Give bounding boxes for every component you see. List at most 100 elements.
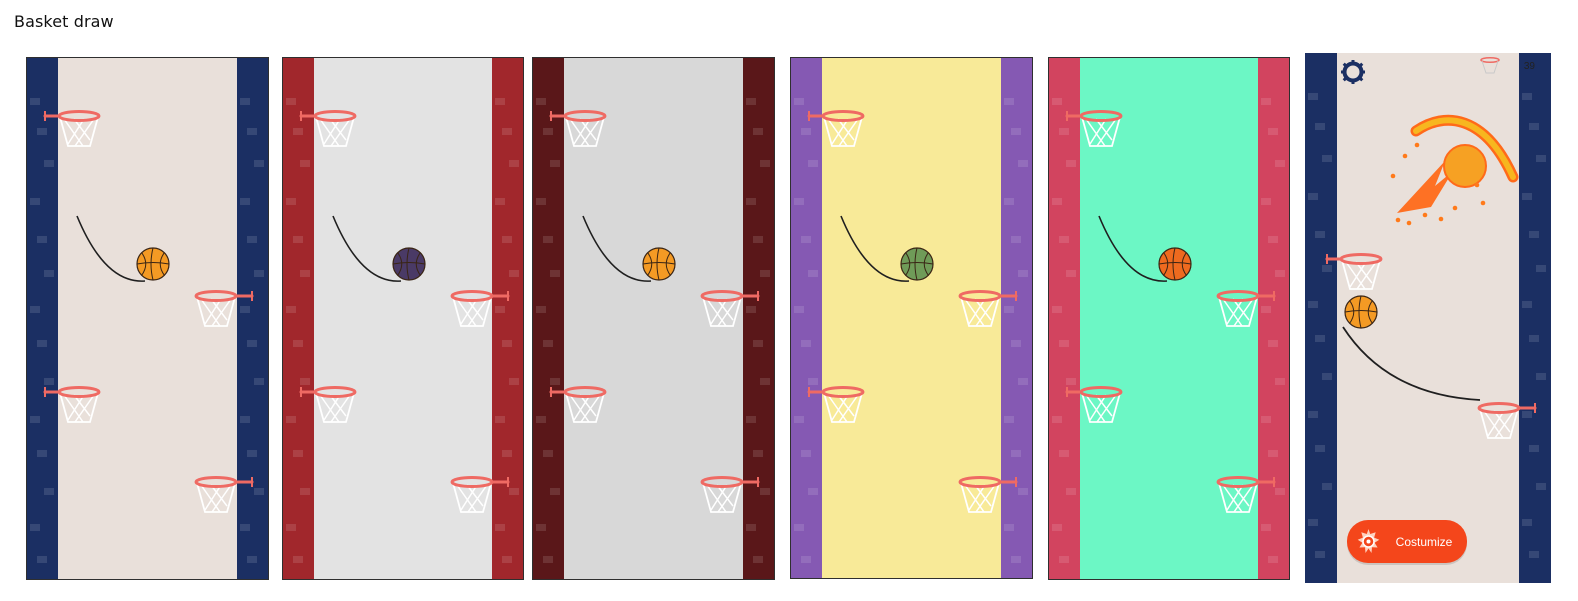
wall-brick bbox=[30, 524, 40, 531]
ball-seam bbox=[656, 247, 660, 281]
wall-brick bbox=[1011, 556, 1021, 563]
hoop-rim bbox=[563, 386, 607, 398]
wall-brick bbox=[753, 236, 763, 243]
wall-brick bbox=[30, 198, 40, 205]
wall-bricks bbox=[495, 98, 519, 563]
wall-brick bbox=[1018, 160, 1028, 167]
hoop bbox=[549, 110, 607, 147]
wall-brick bbox=[1529, 231, 1539, 238]
hoop-net bbox=[823, 116, 863, 147]
logo-spark bbox=[1438, 216, 1444, 222]
hoop-net bbox=[823, 392, 863, 423]
wall-bricks bbox=[794, 98, 818, 563]
wall-brick bbox=[293, 236, 303, 243]
hoop-rim bbox=[450, 290, 494, 302]
logo-spark bbox=[1422, 212, 1428, 218]
score-display: 39 bbox=[1523, 61, 1535, 72]
hoop-rim bbox=[1079, 386, 1123, 398]
wall-brick bbox=[753, 450, 763, 457]
drawn-line bbox=[1098, 215, 1168, 282]
wall-brick bbox=[44, 270, 54, 277]
theme-screen-navy[interactable] bbox=[26, 57, 269, 580]
wall-brick bbox=[808, 270, 818, 277]
customize-button[interactable]: Costumize bbox=[1347, 520, 1467, 563]
wall-brick bbox=[1011, 340, 1021, 347]
theme-screen-purple[interactable] bbox=[790, 57, 1033, 579]
hoop-net bbox=[565, 116, 605, 147]
ball-seam bbox=[150, 247, 154, 281]
wall-brick bbox=[1315, 445, 1325, 452]
ball-seam bbox=[1358, 295, 1362, 329]
wall-brick bbox=[550, 160, 560, 167]
wall-brick bbox=[801, 340, 811, 347]
court-background bbox=[533, 58, 774, 579]
mini-hoop-rim bbox=[1480, 56, 1500, 64]
hoop-rim bbox=[194, 290, 238, 302]
hoop bbox=[194, 476, 254, 513]
ball-seam bbox=[1163, 252, 1169, 276]
hoop-rim bbox=[57, 110, 101, 122]
wall-brick bbox=[37, 236, 47, 243]
game-screen-art bbox=[791, 58, 1032, 578]
wall-brick bbox=[286, 306, 296, 313]
wall-brick bbox=[495, 306, 505, 313]
wall-brick bbox=[254, 270, 264, 277]
left-wall bbox=[283, 58, 314, 579]
ball-seam bbox=[905, 252, 911, 276]
hoop-rim bbox=[313, 386, 357, 398]
wall-brick bbox=[536, 98, 546, 105]
hoop-net bbox=[1341, 259, 1381, 290]
wall-brick bbox=[760, 488, 770, 495]
wall-brick bbox=[794, 416, 804, 423]
hoop-rim bbox=[1339, 253, 1383, 265]
hoop-net bbox=[196, 482, 236, 513]
hoop-rim bbox=[958, 290, 1002, 302]
wall-brick bbox=[502, 450, 512, 457]
wall-brick bbox=[293, 340, 303, 347]
hoop-net-mesh bbox=[706, 484, 738, 513]
wall-brick bbox=[1268, 128, 1278, 135]
theme-screen-red[interactable] bbox=[282, 57, 524, 580]
hoop-rim bbox=[958, 476, 1002, 488]
hoop-net-mesh bbox=[1085, 118, 1117, 147]
wall-brick bbox=[746, 416, 756, 423]
basketball bbox=[392, 247, 426, 281]
wall-brick bbox=[1011, 236, 1021, 243]
hoop-net-mesh bbox=[456, 298, 488, 327]
wall-brick bbox=[801, 236, 811, 243]
theme-screen-pink[interactable] bbox=[1048, 57, 1290, 580]
wall-brick bbox=[1529, 551, 1539, 558]
hoop-net bbox=[59, 116, 99, 147]
wall-brick bbox=[1018, 488, 1028, 495]
left-wall bbox=[27, 58, 58, 579]
wall-brick bbox=[1529, 445, 1539, 452]
logo-flame bbox=[1397, 161, 1453, 213]
theme-screen-dark-red[interactable] bbox=[532, 57, 775, 580]
hoop-rim bbox=[1477, 402, 1521, 414]
wall-brick bbox=[240, 524, 250, 531]
hoop-rim bbox=[563, 110, 607, 122]
wall-brick bbox=[1011, 450, 1021, 457]
hoop-net-mesh bbox=[569, 394, 601, 423]
wall-brick bbox=[286, 524, 296, 531]
settings-button[interactable] bbox=[1341, 60, 1365, 84]
wall-brick bbox=[1536, 155, 1546, 162]
wall-brick bbox=[1529, 335, 1539, 342]
wall-brick bbox=[1522, 301, 1532, 308]
hoop-rim bbox=[57, 386, 101, 398]
wall-brick bbox=[1315, 231, 1325, 238]
wall-bricks bbox=[1052, 98, 1076, 563]
drawn-line bbox=[1342, 326, 1481, 401]
hoop-net bbox=[196, 296, 236, 327]
wall-brick bbox=[1275, 160, 1285, 167]
wall-brick bbox=[794, 306, 804, 313]
hoop-net-mesh bbox=[200, 298, 232, 327]
wall-brick bbox=[495, 416, 505, 423]
ball-seam bbox=[159, 252, 165, 276]
customize-label: Costumize bbox=[1395, 534, 1453, 549]
wall-brick bbox=[801, 128, 811, 135]
wall-brick bbox=[1308, 411, 1318, 418]
logo-ball bbox=[1443, 144, 1487, 188]
wall-brick bbox=[536, 524, 546, 531]
